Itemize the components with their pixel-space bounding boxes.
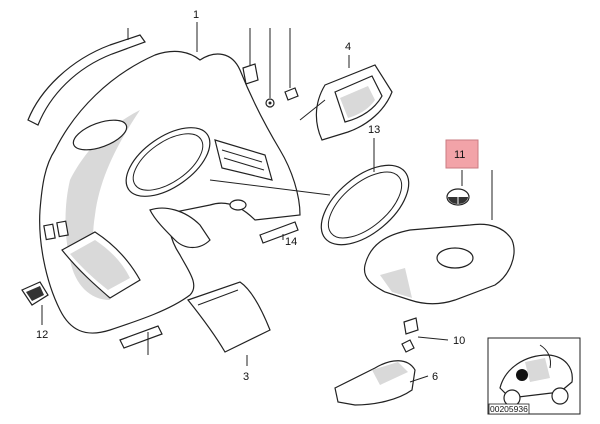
strip-part [259, 221, 299, 244]
highlight-box [445, 139, 479, 169]
callout-4: 4 [345, 41, 351, 53]
tank-cover-part [363, 223, 515, 305]
motorcycle-inset: 00205936 [487, 337, 581, 415]
callout-6: 6 [432, 371, 438, 383]
clip-part [21, 281, 49, 306]
fairing-part [39, 50, 301, 334]
badge-emblem-part [446, 188, 470, 206]
callout-11: 11 [454, 149, 465, 161]
flap-cover-part [187, 281, 271, 353]
lower-strip-part [119, 325, 163, 355]
callout-3: 3 [243, 371, 249, 383]
callout-1: 1 [193, 9, 199, 21]
bracket-part [334, 360, 416, 406]
leader-lines [41, 22, 493, 383]
ring-part [320, 164, 410, 246]
callout-14: 14 [285, 236, 297, 248]
edge-strip-part [27, 28, 146, 126]
callout-10: 10 [453, 335, 465, 347]
callout-13: 13 [368, 124, 380, 136]
vent-duct-part [315, 64, 393, 141]
callout-12: 12 [36, 329, 48, 341]
fasteners-group [242, 28, 419, 353]
drawing-number: 00205936 [490, 404, 528, 414]
